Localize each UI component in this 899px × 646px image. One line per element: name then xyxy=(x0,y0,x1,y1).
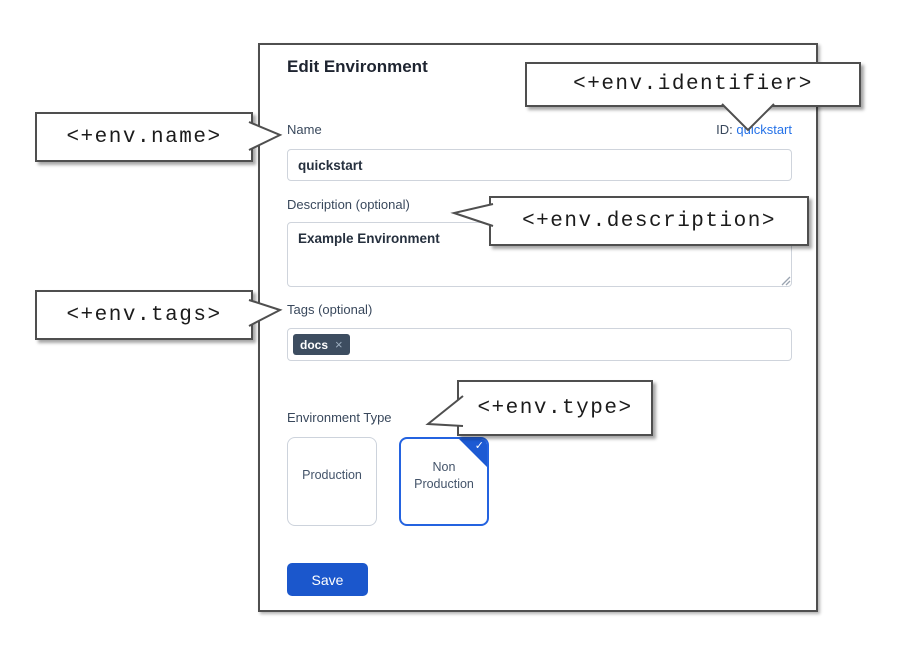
tag-chip[interactable]: docs × xyxy=(293,334,350,355)
option-card-label: Non Production xyxy=(414,460,474,491)
option-card-label: Production xyxy=(302,468,362,483)
name-input[interactable] xyxy=(287,149,792,181)
callout-env-tags-tail xyxy=(248,299,283,327)
callout-env-name-tail xyxy=(248,121,283,151)
option-card-production[interactable]: Production xyxy=(287,437,377,526)
callout-env-identifier: <+env.identifier> xyxy=(525,62,861,107)
tags-input[interactable]: docs × xyxy=(287,328,792,361)
tags-label: Tags (optional) xyxy=(287,302,373,317)
callout-env-name: <+env.name> xyxy=(35,112,253,162)
check-icon: ✓ xyxy=(474,440,484,452)
save-button[interactable]: Save xyxy=(287,563,368,596)
callout-env-description-tail xyxy=(450,203,494,227)
name-label: Name xyxy=(287,122,322,137)
environment-type-label: Environment Type xyxy=(287,410,392,425)
callout-env-tags: <+env.tags> xyxy=(35,290,253,340)
callout-env-type-tail xyxy=(425,395,464,427)
option-card-non-production[interactable]: Non Production ✓ xyxy=(399,437,489,526)
tag-remove-icon[interactable]: × xyxy=(335,337,343,352)
environment-type-options: Production Non Production ✓ xyxy=(287,437,489,526)
tag-chip-label: docs xyxy=(300,337,329,352)
resize-handle-icon[interactable] xyxy=(780,275,791,286)
callout-env-type: <+env.type> xyxy=(457,380,653,436)
callout-env-identifier-tail xyxy=(721,103,775,132)
description-label: Description (optional) xyxy=(287,197,410,212)
page-title: Edit Environment xyxy=(287,57,428,76)
callout-env-description: <+env.description> xyxy=(489,196,809,246)
id-label: ID: xyxy=(716,122,733,137)
edit-environment-panel: Edit Environment Name ID: quickstart Des… xyxy=(258,43,818,612)
